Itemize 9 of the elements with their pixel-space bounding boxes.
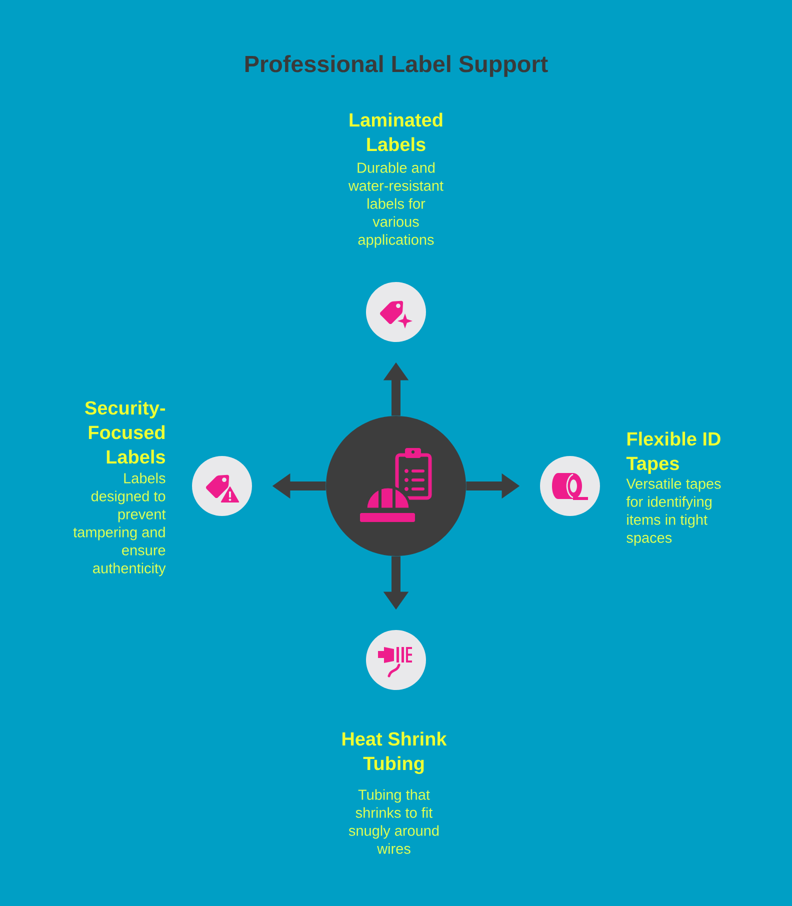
description: Versatile tapes for identifying items in tight spaces [626, 478, 721, 546]
heading: Security-Focused Labels [85, 400, 166, 464]
heading: Heat Shrink Tubing [342, 732, 447, 774]
heading: Laminated Labels [350, 112, 442, 152]
heading: Flexible ID Tapes [626, 432, 720, 474]
description: Tubing that shrinks to fit snugly around wires [348, 789, 439, 854]
title: Professional Label Support [245, 55, 548, 77]
description: Durable and water-resistant labels for various applications [348, 162, 444, 248]
description: Labels designed to prevent tampering and ensure authenticity [73, 472, 166, 576]
